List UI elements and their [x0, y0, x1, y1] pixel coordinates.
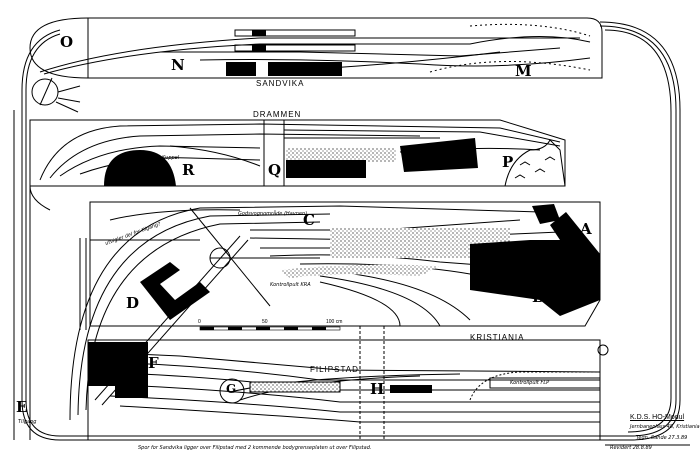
- outer-loop-track: [21, 21, 681, 441]
- section-label-o: O: [60, 33, 74, 51]
- section-label-e: E: [16, 398, 28, 416]
- title-block-address: Jernbaneplass 48, Kristiania: [630, 424, 700, 430]
- section-label-n: N: [171, 56, 185, 74]
- section-label-p: P: [502, 153, 514, 171]
- station-name-filipstad: FILIPSTAD: [310, 365, 359, 374]
- coast-p: [504, 139, 566, 187]
- building-filipstad-h: [390, 385, 432, 393]
- section-label-h: H: [370, 380, 385, 398]
- label-kontrollpult-kra: Kontrollpult KRA: [270, 282, 311, 288]
- platform-sandvika-1: [234, 29, 356, 37]
- section-label-a: A: [580, 220, 592, 238]
- footnote-text: Spor for Sandvika ligger over Filipstad …: [138, 445, 372, 451]
- module-kristiania-outline: [89, 201, 601, 327]
- section-label-b: B: [532, 288, 545, 306]
- outer-loop-track-2: [25, 25, 677, 437]
- section-label-r: R: [182, 161, 195, 179]
- building-sandvika-4: [252, 45, 266, 51]
- section-label-g: G: [226, 382, 237, 396]
- scale-tick-0: 0: [198, 319, 201, 325]
- platform-sandvika-2: [234, 44, 356, 52]
- outer-loop-track-3: [604, 29, 672, 433]
- building-filipstad-f: [88, 342, 148, 398]
- section-label-d: D: [126, 294, 140, 312]
- building-engine-shed-d: [140, 262, 210, 320]
- label-tilgang: Tilgang: [18, 419, 37, 425]
- kontrollpult-flp-box: [489, 377, 601, 389]
- building-roundhouse-r: [104, 150, 176, 186]
- station-name-sandvika: SANDVIKA: [256, 79, 305, 88]
- platform-filipstad: [249, 381, 341, 393]
- building-sandvika-3: [252, 30, 266, 36]
- loop-o: [29, 17, 89, 79]
- title-block-drawn: Tegn. Sande 27.3.89: [636, 435, 688, 441]
- title-block-revised: Revidert 28.8.89: [610, 445, 652, 451]
- station-name-drammen: DRAMMEN: [253, 110, 302, 119]
- building-drammen-2: [400, 138, 478, 172]
- section-label-c: C: [303, 211, 315, 229]
- stipple-drammen: [286, 148, 396, 162]
- title-block-heading: K.D.S. HO-Modul: [630, 414, 685, 421]
- label-godsvognsomrade: Godsvognområde (Havnen): [238, 211, 308, 217]
- building-drammen-1: [286, 160, 366, 178]
- building-kristiania-top: [532, 204, 560, 224]
- turntable-o: [31, 78, 59, 106]
- stipple-kra-yard: [280, 264, 440, 278]
- label-kuppel: Kuppel: [162, 155, 180, 161]
- module-sandvika-outline: [87, 17, 603, 79]
- signal-marker: [597, 344, 609, 356]
- section-label-q: Q: [268, 161, 282, 179]
- scale-tick-50: 50: [262, 319, 268, 325]
- label-kontrollpult-flp: Kontrollpult FLP: [510, 380, 550, 386]
- scale-tick-100: 100 cm: [326, 319, 343, 325]
- module-filipstad-outline: [87, 339, 601, 441]
- station-name-kristiania: KRISTIANIA: [470, 333, 525, 342]
- building-sandvika-1: [226, 62, 256, 76]
- section-label-f: F: [148, 354, 159, 372]
- turntable-g: [219, 378, 245, 404]
- building-kristiania-a: [470, 212, 600, 316]
- scale-bar: [199, 326, 341, 331]
- building-sandvika-2: [268, 62, 342, 76]
- section-label-m: M: [515, 62, 532, 80]
